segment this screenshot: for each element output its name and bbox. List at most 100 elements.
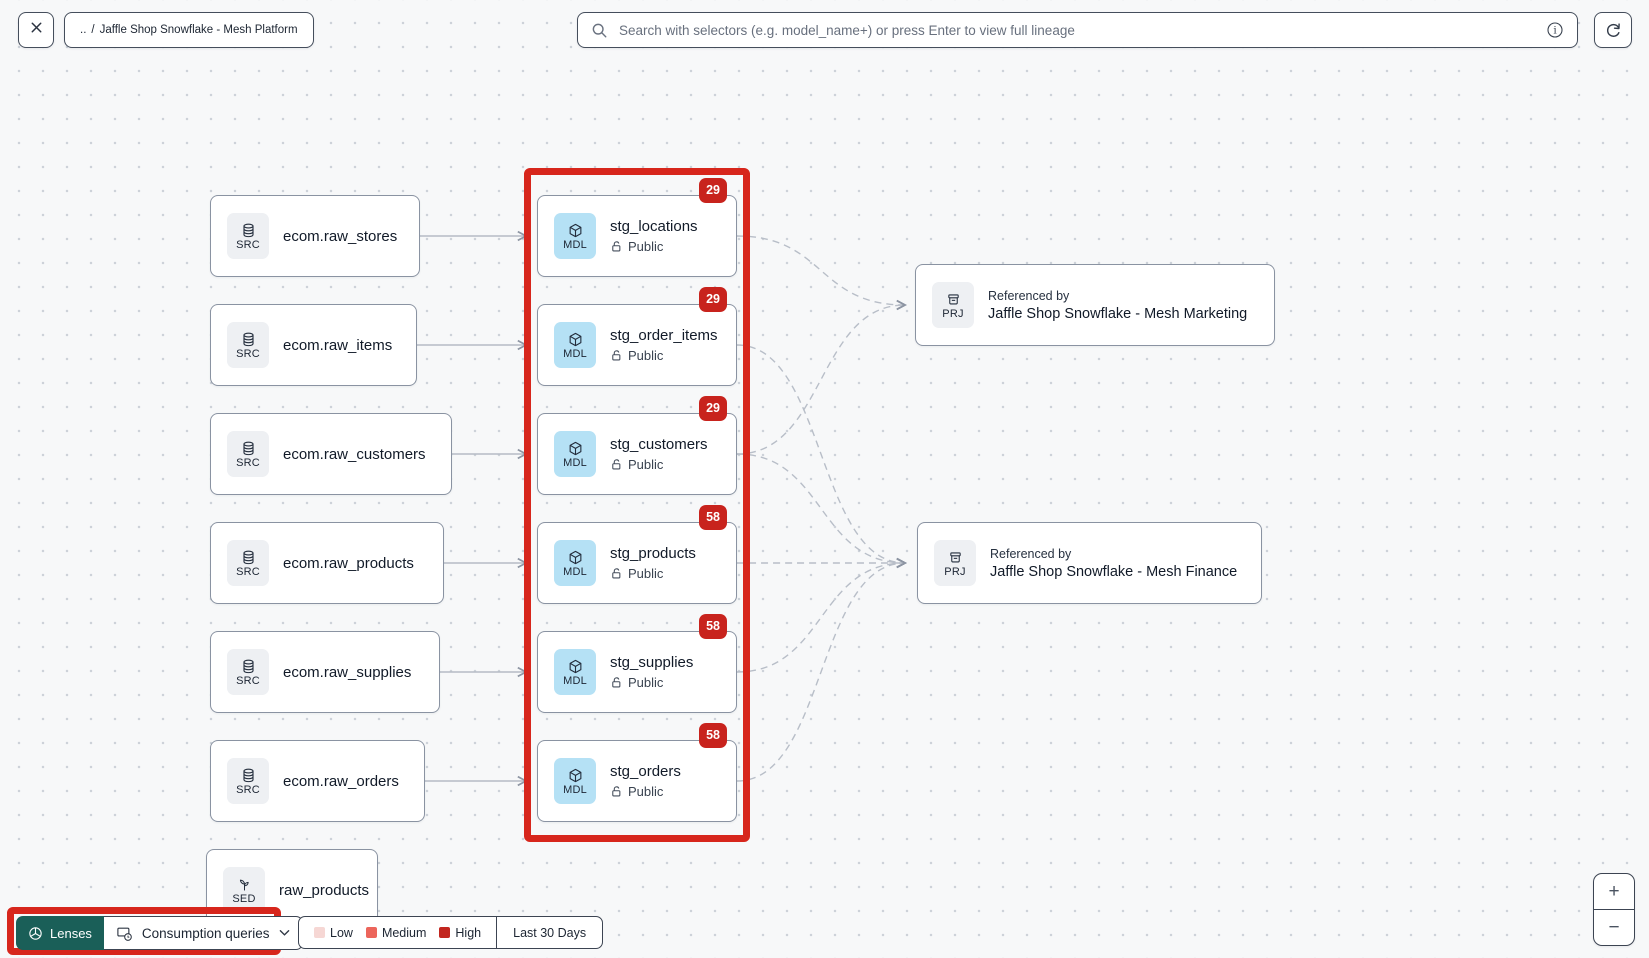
- cube-icon: [567, 767, 584, 784]
- refresh-button[interactable]: [1594, 12, 1632, 48]
- node-type-icon-box: PRJ: [934, 540, 976, 586]
- node-type-icon-box: SRC: [227, 649, 269, 695]
- node-type-label: SRC: [236, 349, 260, 360]
- lock-open-icon: [610, 458, 623, 471]
- node-stg-supplies[interactable]: MDLstg_suppliesPublic58: [537, 631, 737, 713]
- legend-label: High: [455, 926, 481, 940]
- node-ecom-raw-products[interactable]: SRCecom.raw_products: [210, 522, 444, 604]
- edge-model-to-project: [737, 454, 905, 563]
- query-count-badge: 58: [699, 505, 727, 530]
- query-count-badge: 29: [699, 178, 727, 203]
- breadcrumb-separator: /: [91, 24, 94, 36]
- node-type-icon-box: SRC: [227, 758, 269, 804]
- node-title: stg_orders: [610, 763, 681, 780]
- node-type-label: SRC: [236, 785, 260, 796]
- node-title: stg_supplies: [610, 654, 693, 671]
- node-jaffle-shop-snowflake-mesh-finance[interactable]: PRJReferenced byJaffle Shop Snowflake - …: [917, 522, 1262, 604]
- node-title: Jaffle Shop Snowflake - Mesh Marketing: [988, 306, 1247, 322]
- node-ecom-raw-orders[interactable]: SRC ecom.raw_orders: [210, 740, 425, 822]
- node-type-label: MDL: [563, 785, 587, 796]
- node-type-label: MDL: [563, 240, 587, 251]
- node-type-icon-box: MDL: [554, 540, 596, 586]
- node-ecom-raw-items[interactable]: SRCecom.raw_items: [210, 304, 417, 386]
- info-icon[interactable]: i: [1546, 21, 1564, 39]
- legend-swatch: [314, 927, 325, 938]
- breadcrumb-parent[interactable]: ..: [80, 24, 86, 36]
- search-input[interactable]: [617, 22, 1537, 39]
- legend-item: Low: [314, 926, 353, 940]
- node-access: Public: [610, 348, 718, 363]
- node-ecom-raw-stores[interactable]: SRCecom.raw_stores: [210, 195, 420, 277]
- query-count-badge: 58: [699, 614, 727, 639]
- node-title: ecom.raw_supplies: [283, 664, 411, 681]
- access-label: Public: [628, 239, 663, 254]
- node-type-icon-box: MDL: [554, 322, 596, 368]
- zoom-in-button[interactable]: +: [1594, 874, 1634, 909]
- node-title: stg_order_items: [610, 327, 718, 344]
- lock-open-icon: [610, 567, 623, 580]
- lenses-label: Lenses: [50, 926, 92, 941]
- node-ecom-raw-supplies[interactable]: SRC ecom.raw_supplies: [210, 631, 440, 713]
- node-jaffle-shop-snowflake-mesh-marketing[interactable]: PRJ Referenced by Jaffle Shop Snowflake - …: [915, 264, 1275, 346]
- cube-icon: [567, 222, 584, 239]
- node-type-label: MDL: [563, 676, 587, 687]
- node-stg-customers[interactable]: MDLstg_customersPublic29: [537, 413, 737, 495]
- edge-model-to-project: [737, 345, 905, 563]
- refresh-icon: [1604, 21, 1623, 40]
- aperture-icon: [28, 926, 43, 941]
- zoom-out-button[interactable]: −: [1594, 909, 1634, 945]
- access-label: Public: [628, 566, 663, 581]
- node-type-icon-box: MDL: [554, 213, 596, 259]
- database-icon: [240, 549, 257, 566]
- node-type-label: SRC: [236, 458, 260, 469]
- node-type-icon-box: MDL: [554, 649, 596, 695]
- node-access: Public: [610, 784, 681, 799]
- database-icon: [240, 331, 257, 348]
- lens-bar: Lenses Consumption queries: [16, 916, 303, 950]
- node-access: Public: [610, 675, 693, 690]
- node-title: ecom.raw_orders: [283, 773, 399, 790]
- active-lens-label: Consumption queries: [142, 926, 270, 941]
- lock-open-icon: [610, 676, 623, 689]
- node-type-label: PRJ: [944, 567, 965, 578]
- lock-open-icon: [610, 240, 623, 253]
- node-type-label: SED: [232, 894, 255, 905]
- cube-icon: [567, 658, 584, 675]
- archive-icon: [945, 291, 962, 308]
- lens-dropdown[interactable]: Consumption queries: [104, 916, 303, 950]
- node-type-icon-box: SRC: [227, 213, 269, 259]
- close-icon: [29, 20, 44, 40]
- database-icon: [240, 222, 257, 239]
- query-count-badge: 29: [699, 396, 727, 421]
- node-stg-products[interactable]: MDLstg_productsPublic58: [537, 522, 737, 604]
- node-ecom-raw-customers[interactable]: SRC ecom.raw_customers: [210, 413, 452, 495]
- node-type-icon-box: PRJ: [932, 282, 974, 328]
- cube-icon: [567, 331, 584, 348]
- breadcrumb[interactable]: .. / Jaffle Shop Snowflake - Mesh Platfo…: [64, 12, 314, 48]
- node-type-icon-box: SRC: [227, 322, 269, 368]
- node-title: stg_customers: [610, 436, 708, 453]
- legend-swatch: [366, 927, 377, 938]
- access-label: Public: [628, 457, 663, 472]
- lenses-button[interactable]: Lenses: [16, 916, 104, 950]
- node-stg-locations[interactable]: MDLstg_locationsPublic29: [537, 195, 737, 277]
- legend-item: Medium: [366, 926, 426, 940]
- svg-text:i: i: [1553, 25, 1557, 37]
- search-bar[interactable]: i: [577, 12, 1578, 48]
- time-range-filter[interactable]: Last 30 Days: [496, 917, 602, 948]
- node-type-label: MDL: [563, 458, 587, 469]
- node-subtitle: Referenced by: [988, 289, 1247, 303]
- node-title: stg_locations: [610, 218, 698, 235]
- node-type-icon-box: SED: [223, 867, 265, 913]
- node-type-label: SRC: [236, 567, 260, 578]
- node-type-icon-box: MDL: [554, 431, 596, 477]
- node-stg-order-items[interactable]: MDLstg_order_itemsPublic29: [537, 304, 737, 386]
- edge-model-to-project: [737, 305, 905, 454]
- node-title: ecom.raw_customers: [283, 446, 426, 463]
- node-stg-orders[interactable]: MDLstg_ordersPublic58: [537, 740, 737, 822]
- node-subtitle: Referenced by: [990, 547, 1237, 561]
- access-label: Public: [628, 675, 663, 690]
- zoom-controls: + −: [1593, 873, 1635, 946]
- close-button[interactable]: [18, 12, 54, 48]
